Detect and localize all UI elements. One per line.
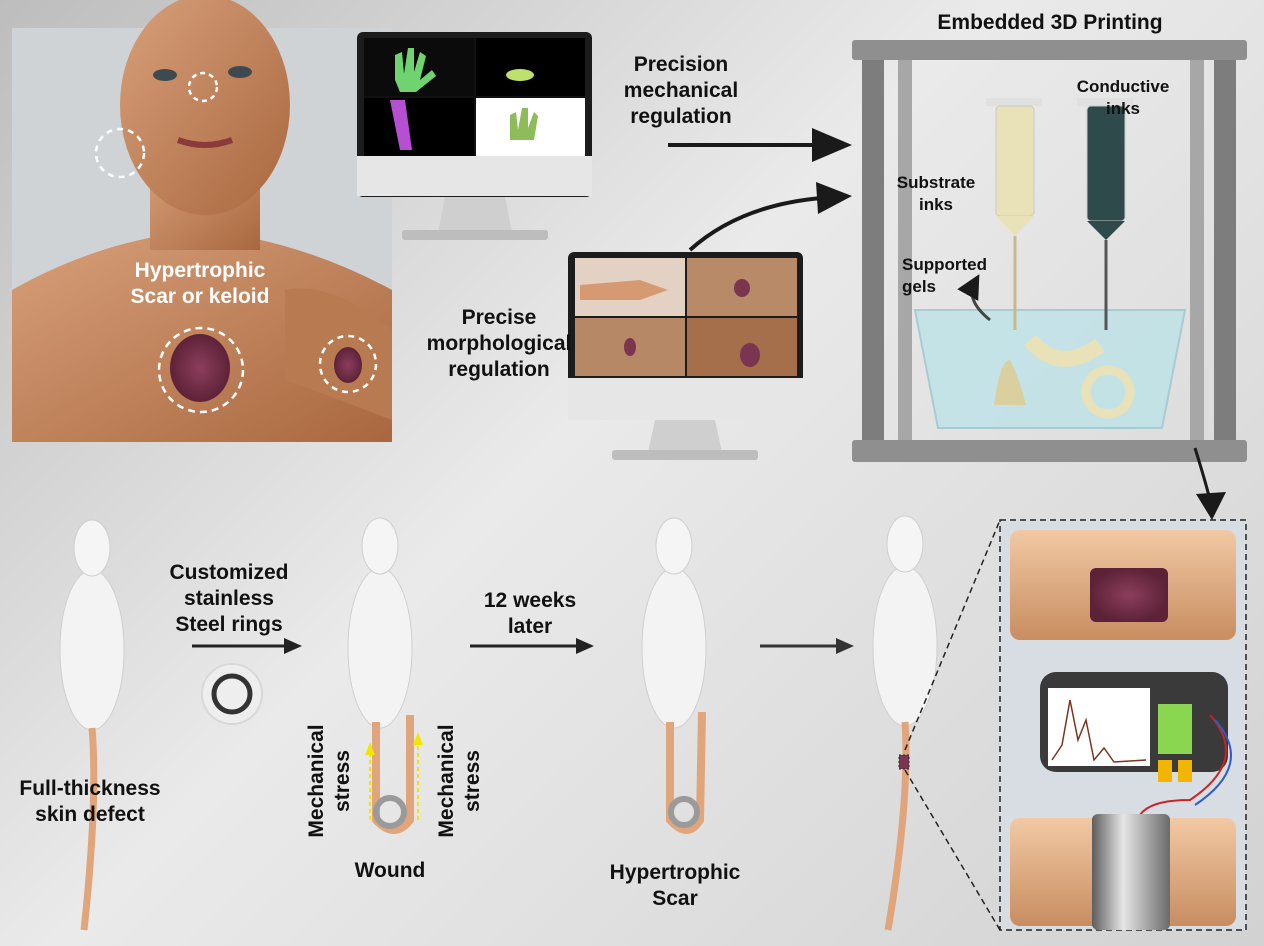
label-customized-rings: Customized stainless Steel rings — [169, 561, 289, 636]
label-precision-mechanical: Precision mechanical regulation — [623, 53, 739, 128]
arrow-bottom-2 — [470, 638, 594, 654]
label-12-weeks-later: 12 weeks later — [483, 589, 577, 638]
rat-4 — [872, 515, 938, 931]
monitor-mechanical — [357, 32, 592, 240]
arrow-bottom-1 — [192, 638, 302, 654]
label-conductive-inks: Conductive inks — [1076, 77, 1170, 118]
label-wound: Wound — [354, 859, 426, 882]
label-precise-morphological: Precise morphological regulation — [426, 306, 572, 381]
rat-1 — [59, 519, 125, 931]
arrow-bottom-3 — [760, 638, 854, 654]
arrow-to-detail — [1193, 447, 1226, 520]
label-supported-gels: Supported gels — [902, 255, 987, 296]
arrow-to-printer-2 — [688, 182, 852, 252]
rat-2 — [347, 517, 414, 834]
embedded-3d-printer — [852, 40, 1247, 462]
label-hypertrophic-scar-keloid: Hypertrophic Scar or keloid — [130, 259, 270, 308]
rat-3 — [641, 517, 707, 834]
label-full-thickness: Full-thickness skin defect — [19, 777, 161, 826]
human-scar-illustration — [12, 0, 392, 442]
label-mechanical-stress-left: Mechanical stress — [305, 724, 354, 838]
label-hypertrophic-scar: Hypertrophic Scar — [609, 861, 741, 910]
label-mechanical-stress-right: Mechanical stress — [435, 724, 484, 838]
label-embedded-3d-printing: Embedded 3D Printing — [937, 11, 1163, 34]
detail-panel — [904, 519, 1247, 931]
arrow-to-printer-1 — [668, 128, 852, 162]
steel-ring-icon — [201, 663, 263, 725]
monitor-morphological — [568, 252, 803, 460]
label-substrate-inks: Substrate inks — [896, 173, 976, 214]
